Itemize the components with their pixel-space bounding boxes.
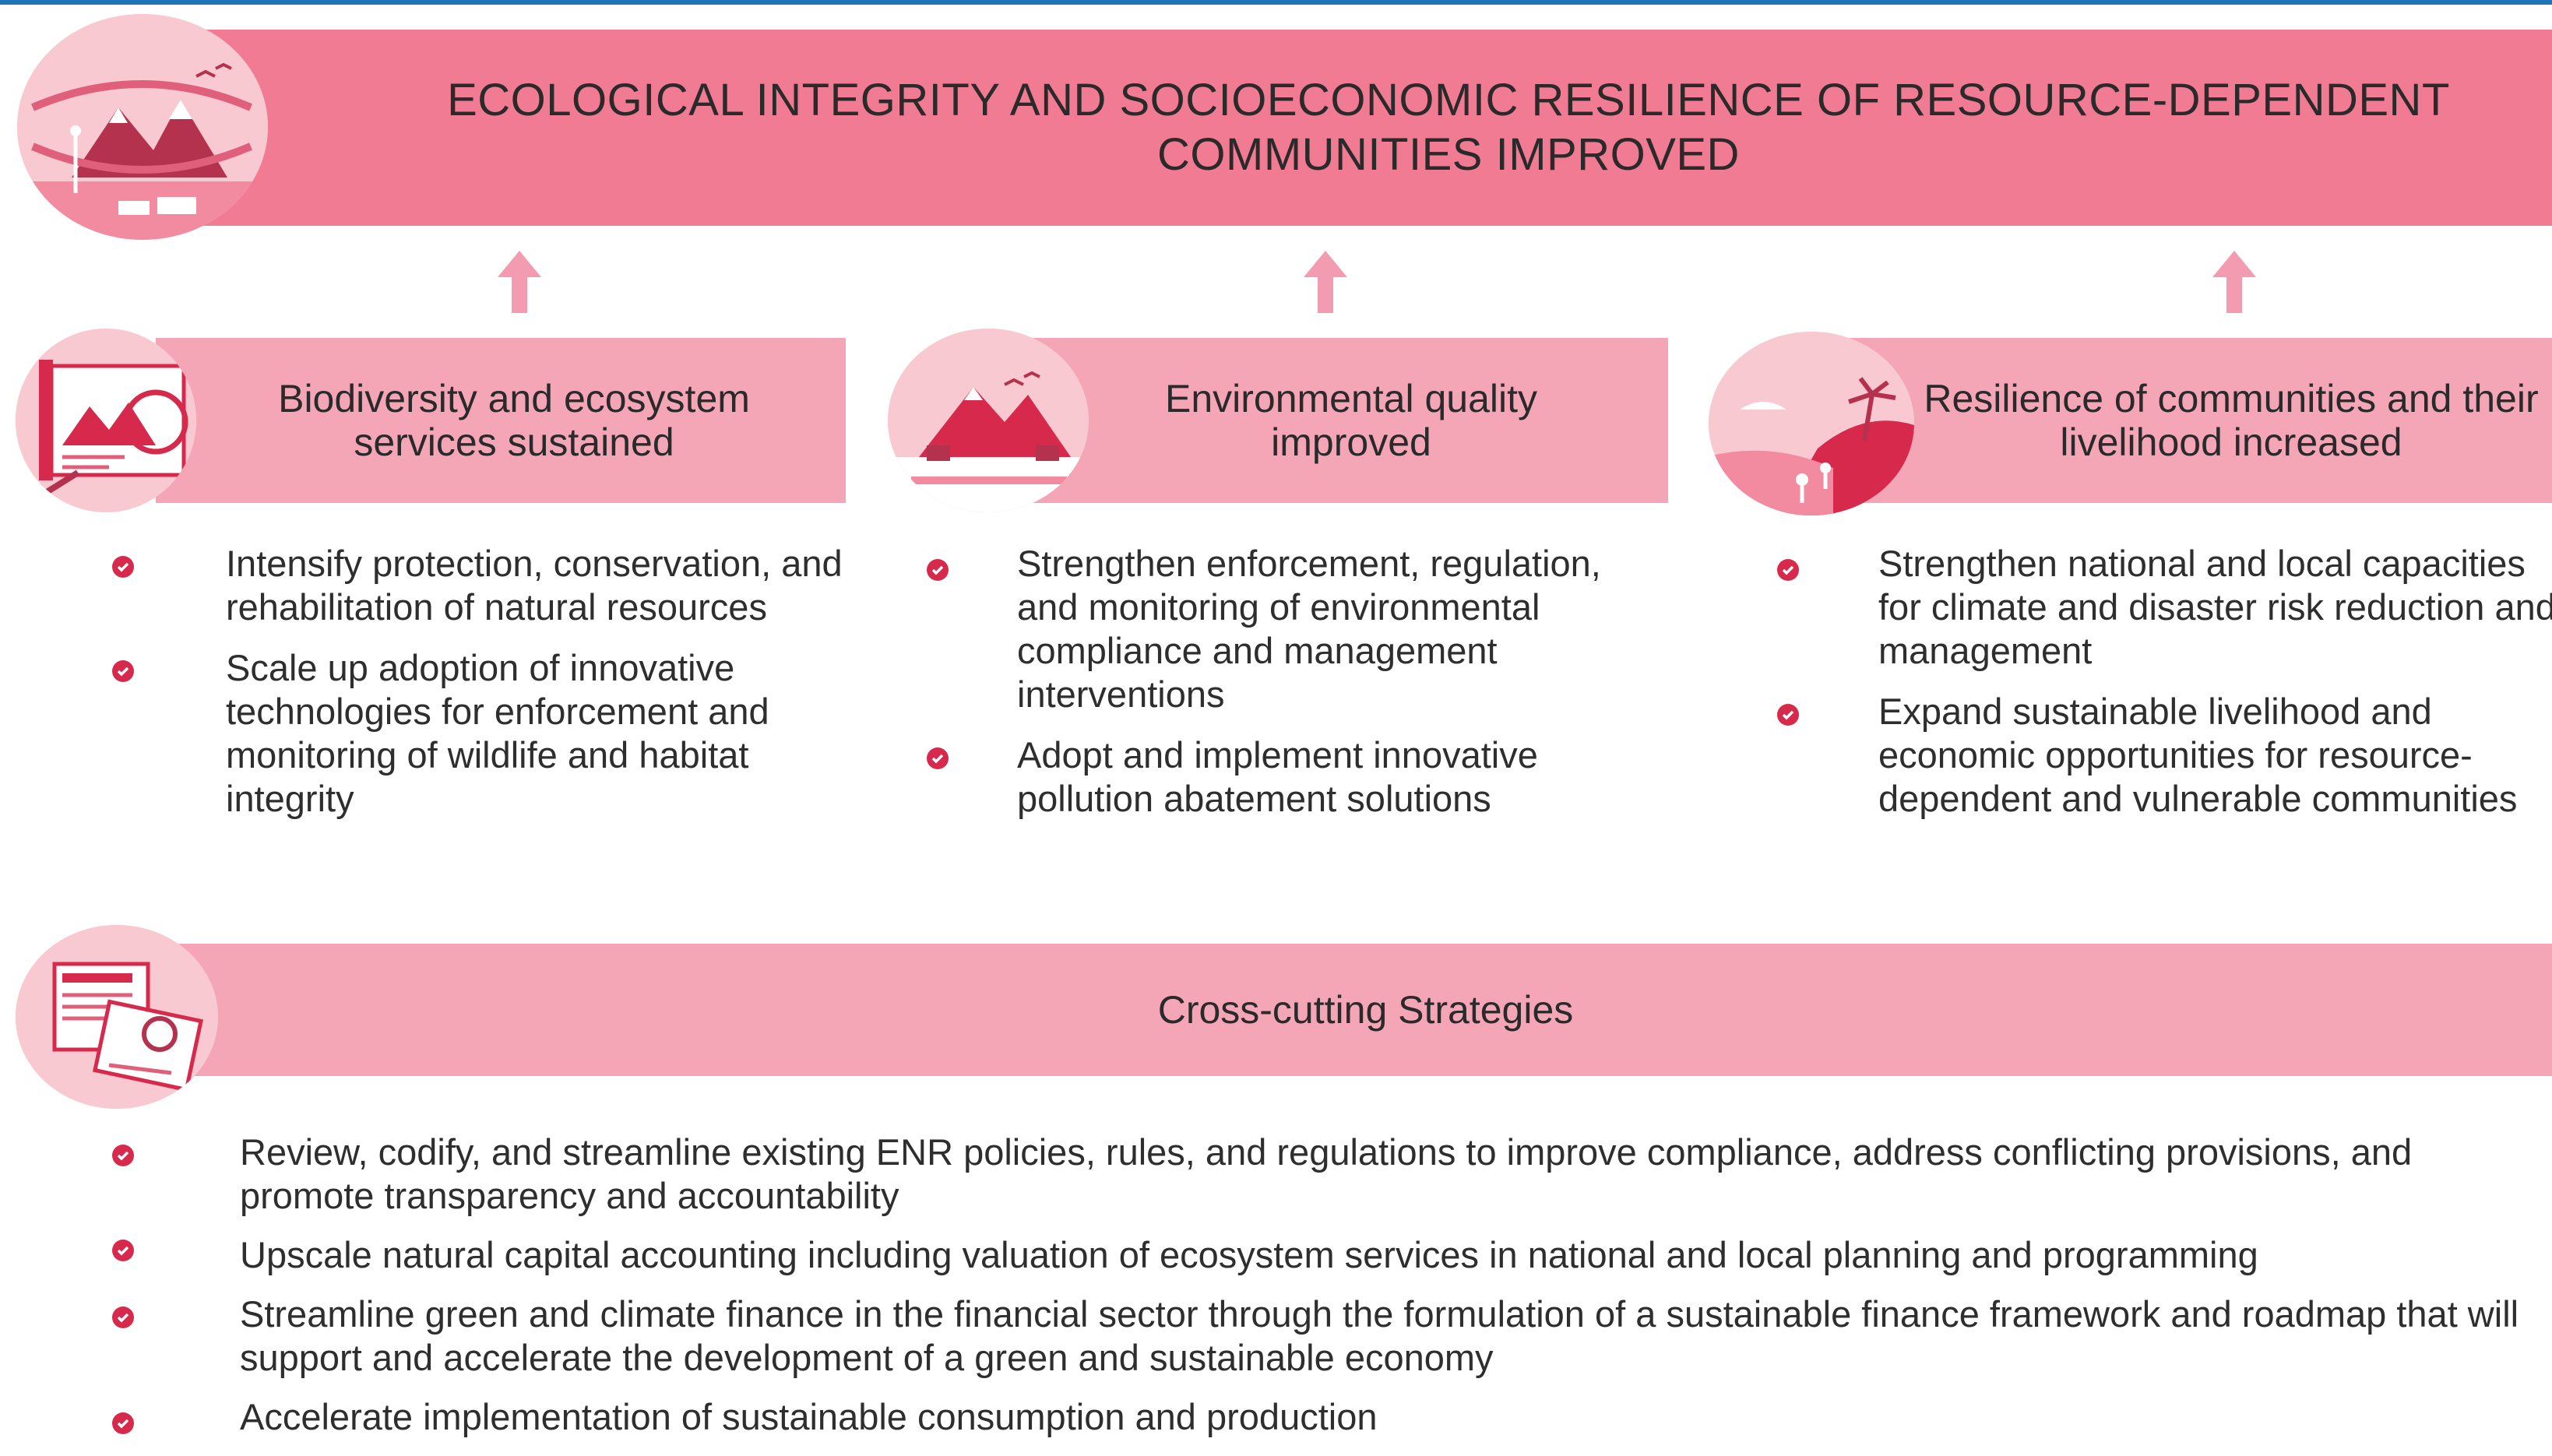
check-bullet-icon [927,747,949,769]
cross-cutting-strategy-3: Streamline green and climate finance in … [240,1293,2519,1378]
cross-cutting-header [179,944,2552,1076]
column-1-header [156,338,846,503]
outcome-title: ECOLOGICAL INTEGRITY AND SOCIOECONOMIC R… [179,30,2552,226]
top-rule [0,0,2552,5]
cross-cutting-title: Cross-cutting Strategies [1157,988,1574,1032]
outcome-title-text: ECOLOGICAL INTEGRITY AND SOCIOECONOMIC R… [447,75,2450,180]
check-bullet-icon [1777,704,1799,726]
list-item: Upscale natural capital accounting inclu… [112,1233,2526,1277]
check-bullet-icon [112,556,134,578]
check-bullet-icon [112,660,134,682]
list-item: Accelerate implementation of sustainable… [112,1395,2526,1439]
column-2-strategies: Strengthen enforcement, regulation, and … [927,542,1659,838]
cross-cutting-strategy-2: Upscale natural capital accounting inclu… [240,1234,2258,1275]
landscape-illustration-icon [17,14,268,240]
check-bullet-icon [112,1240,134,1261]
cross-cutting-strategies: Review, codify, and streamline existing … [112,1131,2526,1456]
list-item: Adopt and implement innovative pollution… [927,733,1659,821]
column-3-title: Resilience of communities and their live… [1924,377,2539,464]
column-1-strategy-1: Intensify protection, conservation, and … [226,543,843,628]
check-bullet-icon [112,1412,134,1434]
column-1-strategy-2: Scale up adoption of innovative technolo… [226,647,769,819]
list-item: Streamline green and climate finance in … [112,1292,2526,1380]
column-2-strategy-2: Adopt and implement innovative pollution… [1017,734,1538,819]
list-item: Expand sustainable livelihood and econom… [1777,690,2548,821]
policy-documents-icon [16,925,218,1109]
check-bullet-icon [927,559,949,581]
outcome-banner [179,30,2552,226]
column-2-title: Environmental quality improved [1164,377,1538,464]
cross-cutting-strategy-1: Review, codify, and streamline existing … [240,1131,2413,1216]
column-3-strategy-1: Strengthen national and local capacities… [1878,543,2552,671]
check-bullet-icon [112,1145,134,1166]
column-3-strategy-2: Expand sustainable livelihood and econom… [1878,691,2518,819]
list-item: Strengthen enforcement, regulation, and … [927,542,1659,716]
ecosystem-monitoring-icon [16,329,196,512]
list-item: Scale up adoption of innovative technolo… [112,646,844,821]
column-1-title: Biodiversity and ecosystem services sust… [278,377,750,464]
list-item: Intensify protection, conservation, and … [112,542,844,629]
column-2-strategy-1: Strengthen enforcement, regulation, and … [1017,543,1601,715]
list-item: Review, codify, and streamline existing … [112,1131,2526,1218]
up-arrow-icon [498,251,541,313]
cross-cutting-strategy-4: Accelerate implementation of sustainable… [240,1396,1378,1437]
column-3-strategies: Strengthen national and local capacities… [1777,542,2552,838]
check-bullet-icon [112,1307,134,1328]
up-arrow-icon [1304,251,1347,313]
column-1-strategies: Intensify protection, conservation, and … [112,542,844,838]
coastal-community-icon [1709,332,1914,515]
column-3-header [1791,338,2552,503]
up-arrow-icon [2212,251,2256,313]
check-bullet-icon [1777,559,1799,581]
list-item: Strengthen national and local capacities… [1777,542,2552,673]
mountain-landscape-icon [888,329,1089,512]
